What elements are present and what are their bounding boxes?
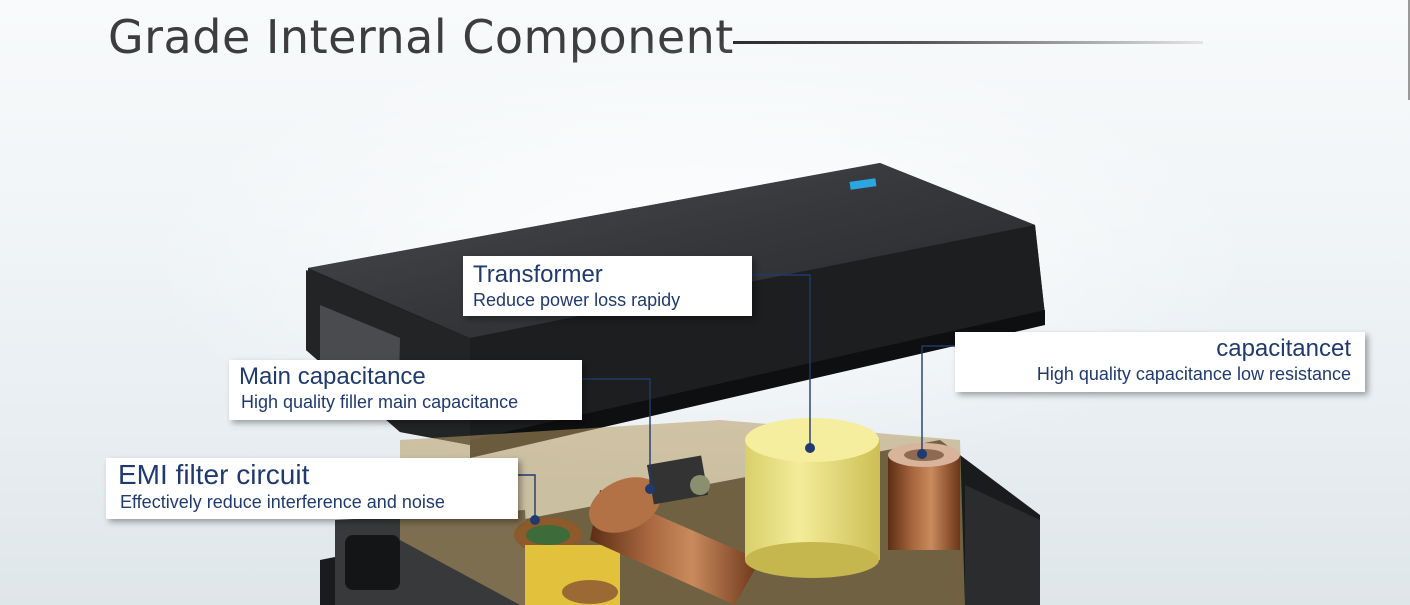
transformer: [745, 418, 880, 578]
callout-main-capacitance: Main capacitance High quality filler mai…: [229, 360, 582, 420]
callout-main-capacitance-name: Main capacitance: [239, 363, 426, 390]
callout-anchor-dots: [530, 443, 927, 525]
callout-transformer: Transformer Reduce power loss rapidy: [463, 256, 752, 316]
callout-capacitancet-description: High quality capacitance low resistance: [1036, 364, 1351, 385]
callout-transformer-name: Transformer: [473, 261, 603, 288]
secondary-capacitor: [888, 443, 960, 550]
callout-capacitancet: capacitancet High quality capacitance lo…: [955, 332, 1365, 392]
edge-mark: [1408, 0, 1410, 100]
callout-capacitancet-name: capacitancet: [1216, 335, 1351, 362]
title-divider-line: [733, 41, 1203, 44]
emi-filter-coil: [514, 517, 620, 605]
ac-inlet: [345, 535, 400, 590]
callout-emi-filter: EMI filter circuit Effectively reduce in…: [106, 458, 518, 519]
led-indicator: [849, 178, 877, 190]
callout-transformer-description: Reduce power loss rapidy: [473, 290, 681, 311]
callout-emi-filter-name: EMI filter circuit: [118, 459, 310, 490]
callout-main-capacitance-description: High quality filler main capacitance: [241, 392, 519, 413]
callout-emi-filter-description: Effectively reduce interference and nois…: [120, 491, 445, 512]
main-capacitor: [588, 455, 760, 605]
